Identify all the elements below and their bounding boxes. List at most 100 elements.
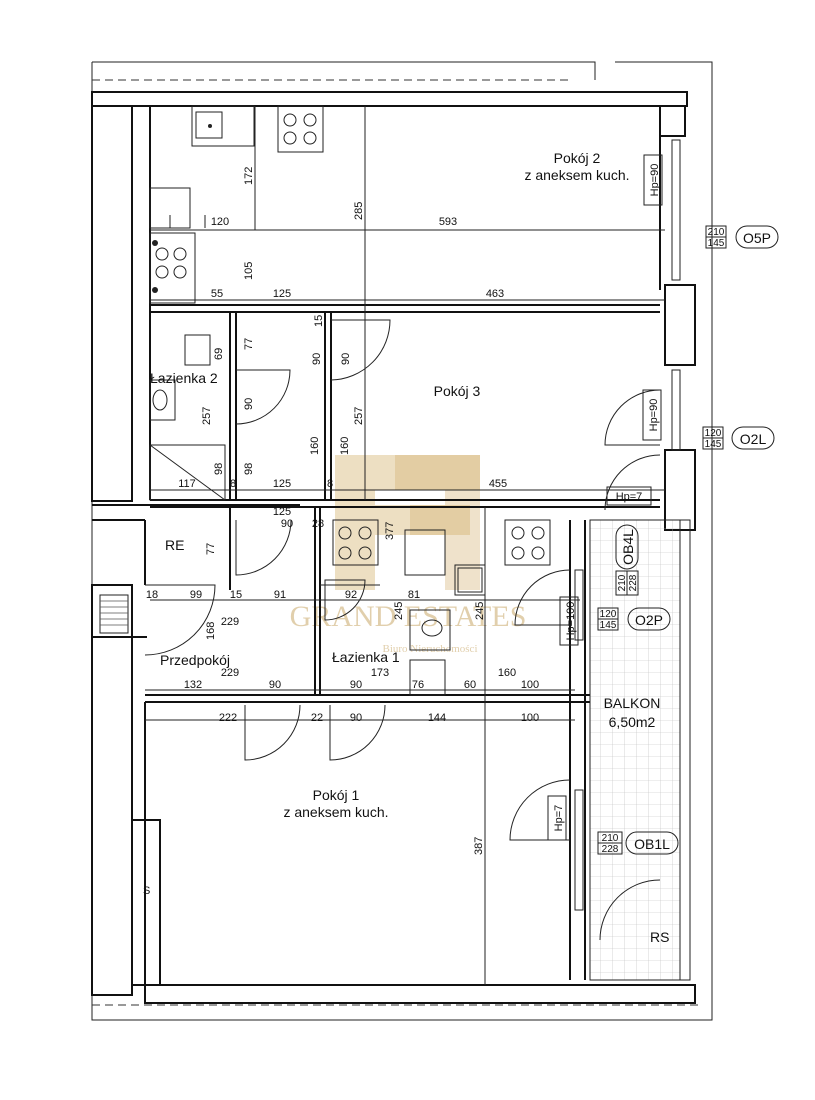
svg-text:387: 387 [473, 837, 485, 855]
svg-text:60: 60 [464, 679, 476, 691]
room-label-lazienka2: Łazienka 2 [150, 370, 218, 386]
svg-text:172: 172 [243, 167, 255, 185]
svg-text:OB1L: OB1L [634, 836, 670, 852]
svg-text:8: 8 [327, 478, 333, 490]
bathroom-1-fixtures [324, 519, 451, 696]
room-label-lazienka1: Łazienka 1 [332, 649, 400, 665]
svg-text:O2L: O2L [740, 431, 767, 447]
svg-text:15: 15 [313, 315, 325, 327]
svg-text:173: 173 [371, 667, 389, 679]
window-tag-o2p: 120 145 O2P [597, 607, 671, 631]
room-label-pokoj1: Pokój 1 [313, 787, 360, 803]
svg-text:125: 125 [273, 506, 291, 518]
window-tag-o5p: 210 145 O5P [705, 225, 779, 249]
svg-text:100: 100 [521, 679, 539, 691]
label-re: RE [165, 537, 184, 553]
svg-text:8: 8 [230, 478, 236, 490]
svg-text:Hp=7: Hp=7 [553, 805, 565, 832]
svg-text:210: 210 [708, 227, 725, 238]
svg-text:593: 593 [439, 216, 457, 228]
svg-text:144: 144 [428, 712, 446, 724]
walls [91, 91, 696, 1004]
svg-text:229: 229 [221, 667, 239, 679]
svg-text:15: 15 [230, 589, 242, 601]
svg-text:210: 210 [617, 574, 628, 591]
svg-text:377: 377 [384, 522, 396, 540]
window-tag-o2l: 120 145 O2L [702, 426, 775, 450]
svg-text:OB4L: OB4L [620, 529, 636, 565]
label-rs: RS [650, 929, 669, 945]
svg-text:160: 160 [498, 667, 516, 679]
dimension-labels: 172 285 593 120 105 55 125 463 15 77 69 … [146, 167, 539, 855]
doors [144, 319, 661, 941]
hp-label-pokoj2: Hp=90 [643, 154, 663, 206]
svg-text:Hp=90: Hp=90 [648, 399, 660, 432]
svg-text:77: 77 [243, 338, 255, 350]
dimension-lines [145, 106, 665, 985]
svg-text:98: 98 [213, 463, 225, 475]
svg-text:92: 92 [345, 589, 357, 601]
svg-text:210: 210 [602, 833, 619, 844]
svg-text:463: 463 [486, 288, 504, 300]
svg-text:455: 455 [489, 478, 507, 490]
svg-text:145: 145 [708, 238, 725, 249]
svg-text:55: 55 [211, 288, 223, 300]
kitchen-unit-pokoj2 [149, 105, 324, 304]
window-tag-ob4l: 210 228 OB4L [615, 524, 639, 596]
svg-text:90: 90 [269, 679, 281, 691]
room-label-balkon: BALKON [604, 695, 661, 711]
svg-text:100: 100 [521, 712, 539, 724]
svg-text:Hp=7: Hp=7 [616, 491, 643, 503]
svg-text:228: 228 [628, 574, 639, 591]
hp-label-pokoj3: Hp=90 [642, 389, 662, 441]
svg-text:90: 90 [350, 679, 362, 691]
svg-text:28: 28 [312, 518, 324, 530]
window-tag-ob1l: 210 228 OB1L [597, 831, 679, 855]
svg-text:90: 90 [281, 518, 293, 530]
vent-grille-icon [99, 594, 129, 634]
watermark-brand: GRAND ESTATES [290, 600, 527, 633]
svg-text:145: 145 [600, 620, 617, 631]
svg-text:117: 117 [178, 478, 196, 490]
svg-text:145: 145 [705, 439, 722, 450]
label-s: S [143, 885, 150, 897]
svg-text:245: 245 [393, 602, 405, 620]
svg-text:Hp=100: Hp=100 [565, 602, 577, 641]
svg-text:Hp=90: Hp=90 [649, 164, 661, 197]
svg-text:120: 120 [705, 428, 722, 439]
svg-text:99: 99 [190, 589, 202, 601]
svg-text:285: 285 [353, 202, 365, 220]
hp-label-100: Hp=100 [559, 596, 579, 646]
svg-text:91: 91 [274, 589, 286, 601]
svg-text:222: 222 [219, 712, 237, 724]
svg-text:120: 120 [211, 216, 229, 228]
window-marks [574, 139, 681, 911]
room-sub-pokoj1: z aneksem kuch. [283, 804, 388, 820]
svg-text:69: 69 [213, 348, 225, 360]
room-label-pokoj3: Pokój 3 [434, 383, 481, 399]
svg-text:160: 160 [339, 437, 351, 455]
svg-text:98: 98 [243, 463, 255, 475]
svg-text:257: 257 [201, 407, 213, 425]
svg-text:77: 77 [205, 543, 217, 555]
svg-text:O2P: O2P [635, 612, 663, 628]
svg-text:18: 18 [146, 589, 158, 601]
hp-label-7-top: Hp=7 [606, 486, 652, 506]
svg-text:90: 90 [243, 398, 255, 410]
svg-text:160: 160 [309, 437, 321, 455]
room-area-balkon: 6,50m2 [609, 714, 656, 730]
svg-text:229: 229 [221, 616, 239, 628]
svg-text:105: 105 [243, 262, 255, 280]
hp-label-7-balcony: Hp=7 [547, 795, 567, 841]
svg-text:125: 125 [273, 478, 291, 490]
room-sub-pokoj2: z aneksem kuch. [524, 167, 629, 183]
svg-text:228: 228 [602, 844, 619, 855]
bathroom-2-fixtures [149, 334, 226, 501]
svg-text:90: 90 [350, 712, 362, 724]
svg-text:O5P: O5P [743, 230, 771, 246]
svg-text:245: 245 [474, 602, 486, 620]
svg-text:81: 81 [408, 589, 420, 601]
room-label-przedpokoj: Przedpokój [160, 652, 230, 668]
svg-text:257: 257 [353, 407, 365, 425]
